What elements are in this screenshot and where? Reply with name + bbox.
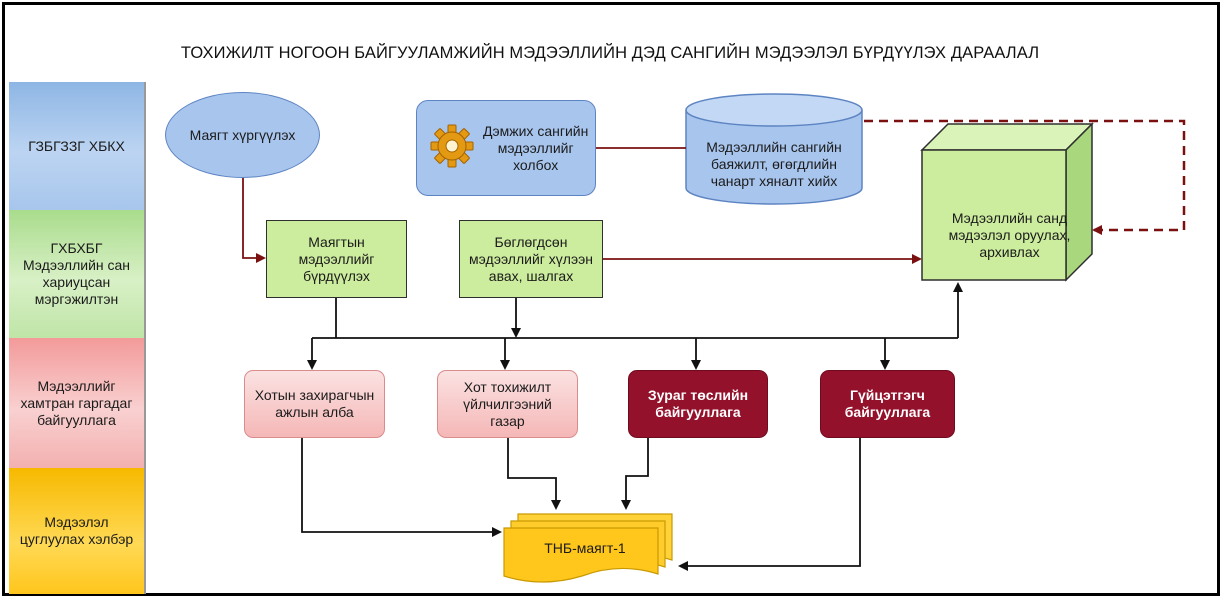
lane-collection-form: Мэдээлэл цуглуулах хэлбэр [9, 468, 144, 594]
connector-org4-doc [678, 438, 861, 571]
db-check-label: Мэдээллийн сангийн баяжилт, өгөгдлийн ча… [706, 138, 842, 189]
archive-label: Мэдээллийн санд мэдээлэл оруулах, архивл… [948, 209, 1071, 260]
lane-partner-organizations: Мэдээллийг хамтран гаргадаг байгууллага [9, 338, 144, 468]
org-contractor-node: Гүйцэтгэгч байгууллага [820, 370, 955, 438]
send-form-node: Маягт хүргүүлэх [165, 92, 320, 178]
lane-gzbgzzg: ГЗБГЗЗГ ХБКХ [9, 82, 144, 210]
connector-send-to-form [242, 178, 266, 263]
archive-cube [920, 122, 1094, 282]
form-data-node: Маягтын мэдээллийг бүрдүүлэх [266, 220, 407, 298]
database-cylinder [685, 93, 863, 205]
document-label: ТНБ-маягт-1 [544, 539, 626, 556]
gear-icon [430, 124, 474, 168]
connector-org1-doc [301, 438, 502, 537]
link-data-label: Дэмжих сангийн мэдээллийг холбох [483, 122, 589, 173]
link-data-node: Дэмжих сангийн мэдээллийг холбох [416, 100, 596, 196]
receive-check-node: Бөглөгдсөн мэдээллийг хүлээн авах, шалга… [459, 220, 603, 298]
connector-db-feedback [864, 119, 1186, 235]
connector-org3-doc [621, 438, 649, 510]
lane-database-specialist: ГХБХБГ Мэдээллийн сан хариуцсан мэргэжил… [9, 210, 144, 338]
diagram-title: ТОХИЖИЛТ НОГООН БАЙГУУЛАМЖИЙН МЭДЭЭЛЛИЙН… [180, 44, 1040, 62]
org-service-node: Хот тохижилт үйлчилгээний газар [437, 370, 578, 438]
connector-org2-doc [507, 438, 561, 510]
document-stack [503, 513, 673, 583]
org-image-node: Зураг төслийн байгууллага [628, 370, 768, 438]
org-city-node: Хотын захирагчын ажлын алба [244, 370, 385, 438]
lane-divider [144, 82, 146, 594]
